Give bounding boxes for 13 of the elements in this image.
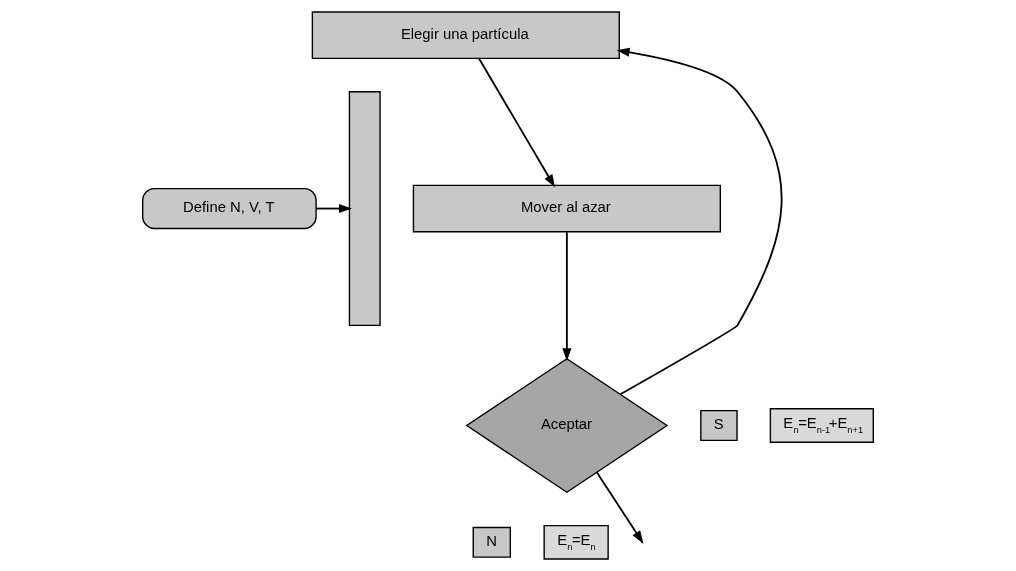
node-box: N [472, 526, 511, 558]
arrow [562, 231, 572, 362]
node-box: E$_{n}$=E$_{n}$ [543, 524, 609, 560]
node-box: S [700, 409, 738, 442]
node-diamond: Aceptar [465, 357, 669, 494]
node-box: Elegir una partícula [311, 11, 620, 60]
arrow [616, 47, 783, 396]
arrow [478, 57, 556, 188]
node-box: E$_{n}$=E$_{n-1}$+E$_{n+1}$ [769, 408, 874, 443]
node-bar [348, 91, 381, 327]
node-box: Mover al azar [412, 184, 721, 233]
node-box: Define N, V, T [142, 187, 317, 230]
arrow [315, 204, 352, 214]
